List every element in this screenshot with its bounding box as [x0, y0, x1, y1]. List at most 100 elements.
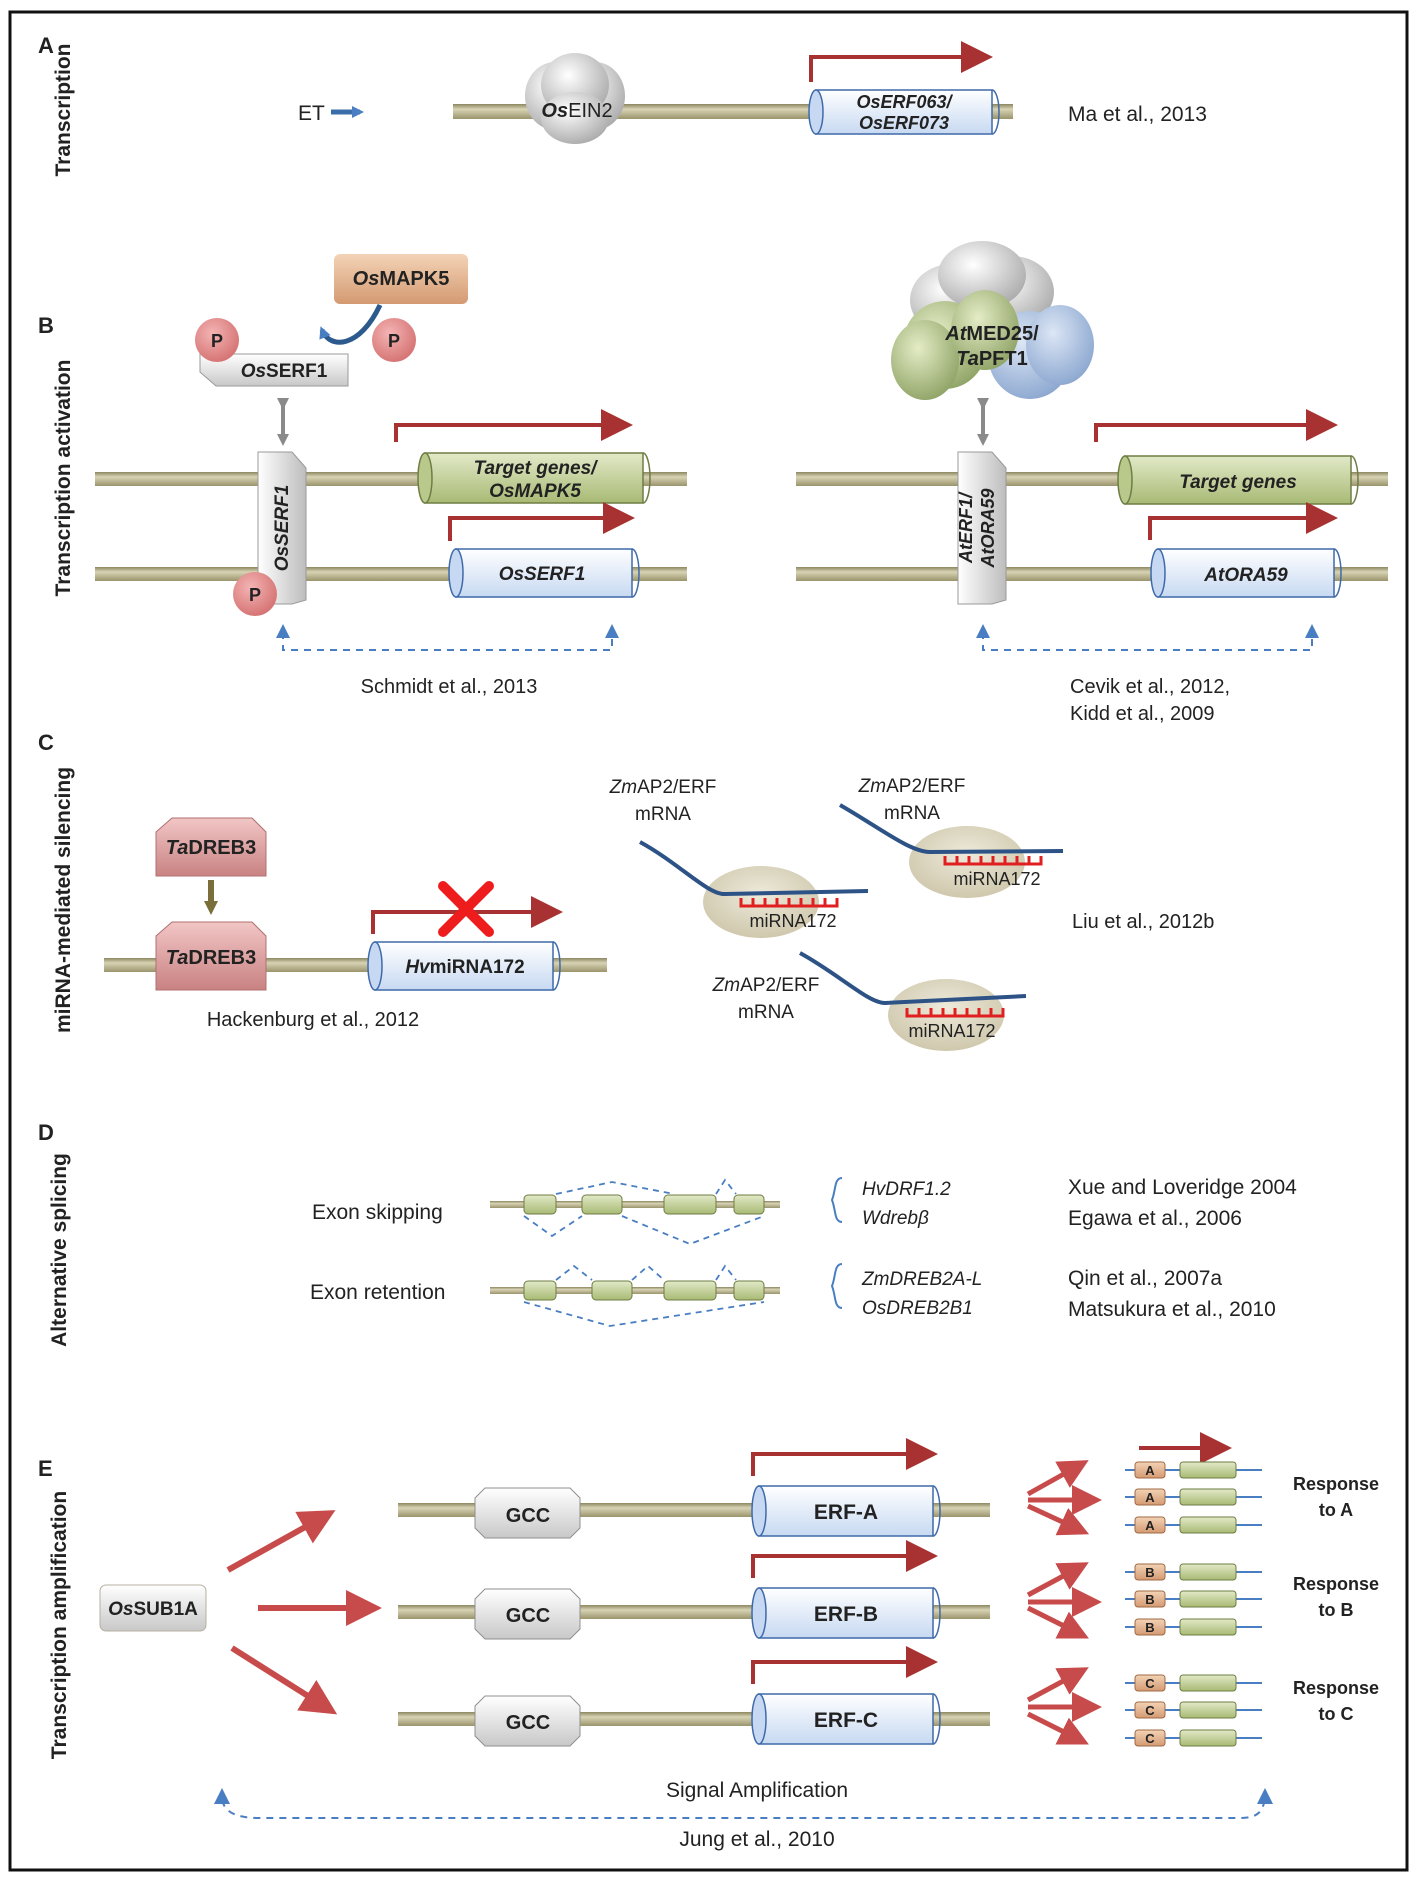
feedback-arrowhead-1: [276, 624, 290, 638]
phospho-label-1: P: [211, 331, 223, 351]
panel-letter-c: C: [38, 730, 54, 755]
gene-hvdrf12: HvDRF1.2: [862, 1179, 951, 1200]
fan-arrows-a: [1026, 1460, 1102, 1536]
fan-arrows-b: [1026, 1562, 1102, 1639]
fan-arrows-c: [1026, 1667, 1102, 1745]
osserf1-label: OsSERF1: [241, 361, 328, 382]
response-c-line2: to C: [1319, 1704, 1354, 1724]
panel-b: B Transcription activation OsMAPK5 OsSER…: [38, 241, 1388, 725]
target-genes-label-2: OsMAPK5: [489, 481, 581, 502]
gene-target-right: [1117, 455, 1359, 505]
signal-label-et: ET: [298, 102, 325, 125]
box-c-2: C: [1145, 1703, 1155, 1718]
tadreb3-label-bound: TaDREB3: [166, 947, 256, 969]
target-genes-a: [1125, 1461, 1262, 1534]
response-a-line1: Response: [1293, 1474, 1379, 1494]
reference-hackenburg-2012: Hackenburg et al., 2012: [207, 1009, 419, 1031]
aterf1-tf-label-2: AtORA59: [978, 488, 998, 568]
oseins-protein-icon: [525, 53, 625, 144]
erf-row-c: [398, 1646, 990, 1747]
reference-xue-2004: Xue and Loveridge 2004: [1068, 1176, 1297, 1199]
response-a-line2: to A: [1319, 1500, 1353, 1520]
phospho-circle-2: [372, 318, 416, 362]
panel-letter-a: A: [38, 33, 54, 58]
atmed25-label: AtMED25/: [944, 323, 1039, 345]
panel-letter-d: D: [38, 1120, 54, 1145]
gene-osdreb2b1: OsDREB2B1: [862, 1298, 973, 1319]
box-a-1: A: [1145, 1463, 1155, 1478]
tapft1-label: TaPFT1: [956, 348, 1028, 370]
transcription-arrow-b3: [1094, 409, 1338, 442]
aterf1-tf-vertical: [957, 451, 1007, 605]
splicing-diagram-retention: [490, 1264, 780, 1327]
signal-amplification-dashed: [221, 1799, 1266, 1819]
mirna-duplex-1: [739, 898, 839, 908]
figure-border: [8, 10, 1409, 1872]
gene-zmdreb2a: ZmDREB2A-L: [861, 1269, 982, 1290]
signal-arrowhead-left: [214, 1788, 230, 1804]
panel-a: A Transcription ET OsEIN2 OsERF063/ OsER…: [38, 33, 1207, 177]
gene-osserf1: [448, 548, 640, 598]
gcc-label-c: GCC: [506, 1712, 550, 1734]
reference-kidd-2009: Kidd et al., 2009: [1070, 703, 1215, 725]
gcc-label-a: GCC: [506, 1505, 550, 1527]
phospho-label-3: P: [249, 585, 261, 605]
panel-letter-b: B: [38, 313, 54, 338]
osserf1-gene-label: OsSERF1: [499, 564, 586, 585]
atora59-gene-label: AtORA59: [1203, 565, 1288, 586]
box-b-1: B: [1145, 1565, 1154, 1580]
reference-cevik-2012: Cevik et al., 2012,: [1070, 676, 1230, 698]
oseins-label: OsEIN2: [541, 100, 612, 122]
feedback-arrowhead-2: [605, 624, 619, 638]
box-c-1: C: [1145, 1676, 1155, 1691]
erf-b-label: ERF-B: [814, 1603, 878, 1626]
box-b-3: B: [1145, 1620, 1154, 1635]
mrna-strand-2: [839, 803, 1064, 855]
reference-egawa-2006: Egawa et al., 2006: [1068, 1207, 1242, 1230]
reference-ma-2013: Ma et al., 2013: [1068, 103, 1207, 126]
transcription-arrow-b2: [448, 502, 635, 541]
target-genes-b: [1125, 1563, 1262, 1636]
rnase-complex-2: [909, 826, 1025, 898]
transcription-arrow-b4: [1148, 502, 1338, 540]
splicing-diagram-skipping: [490, 1178, 780, 1245]
mrna-label-2: mRNA: [884, 803, 940, 824]
feedback-arrowhead-3: [976, 624, 990, 638]
feedback-dashed-right: [982, 632, 1313, 651]
panel-title-a: Transcription: [52, 43, 75, 176]
ossub1a-protein: [99, 1584, 207, 1632]
mirna172-label-2: miRNA172: [953, 869, 1040, 889]
exon-retention-label: Exon retention: [310, 1281, 445, 1304]
target-genes-right-label: Target genes: [1179, 472, 1297, 493]
feedback-arrowhead-4: [1305, 624, 1319, 638]
mrna-strand-3: [799, 951, 1027, 1006]
signal-amplification-label: Signal Amplification: [666, 1779, 848, 1802]
gene-label-line2: OsERF073: [859, 113, 949, 133]
gene-label-line1: OsERF063/: [856, 92, 953, 112]
phospho-circle-1: [195, 318, 239, 362]
osmapk5-kinase: [334, 254, 468, 304]
bracket-2: [830, 1263, 843, 1309]
transcription-arrow-b1: [394, 409, 633, 442]
panel-title-b: Transcription activation: [52, 360, 75, 597]
mrna-label-1: mRNA: [635, 804, 691, 825]
panel-e: E Transcription amplification OsSUB1A GC…: [38, 1432, 1379, 1851]
gene-wdrebb: Wdrebβ: [862, 1208, 929, 1229]
zmap2-label-1: ZmAP2/ERF: [609, 777, 717, 798]
aterf1-tf-label-1: AtERF1/: [956, 491, 976, 564]
response-c-line1: Response: [1293, 1678, 1379, 1698]
tadreb3-label-top: TaDREB3: [166, 837, 256, 859]
erf-c-label: ERF-C: [814, 1709, 878, 1732]
transcription-arrow: [809, 41, 993, 82]
gene-atora59: [1150, 548, 1342, 598]
mrna-label-3: mRNA: [738, 1002, 794, 1023]
reference-schmidt-2013: Schmidt et al., 2013: [361, 676, 538, 698]
mirna172-label-3: miRNA172: [908, 1021, 995, 1041]
osserf1-protein: [199, 353, 349, 387]
amplification-arrow-c: [230, 1645, 338, 1715]
rnase-complex-1: [703, 866, 819, 938]
panel-title-d: Alternative splicing: [48, 1153, 71, 1347]
reference-liu-2012b: Liu et al., 2012b: [1072, 911, 1214, 933]
box-a-2: A: [1145, 1490, 1155, 1505]
phosphorylation-arrow: [319, 303, 383, 345]
